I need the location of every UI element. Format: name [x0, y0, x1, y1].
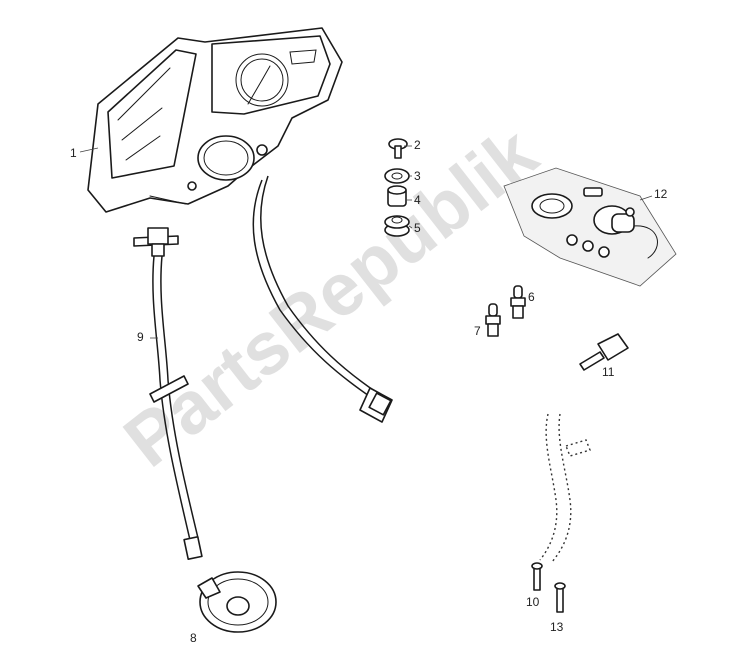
spacer[interactable]	[387, 185, 407, 207]
instrument-cluster[interactable]	[87, 27, 343, 213]
callout-8: 8	[190, 631, 197, 645]
callout-13: 13	[550, 620, 564, 634]
ignition-switch-kit[interactable]	[503, 167, 677, 287]
bolt-13[interactable]	[554, 582, 566, 613]
speedometer-cable[interactable]	[133, 227, 203, 561]
bolt-10[interactable]	[531, 562, 543, 591]
bulb-6[interactable]	[510, 285, 526, 319]
callout-3: 3	[414, 169, 421, 183]
leader-1	[79, 147, 99, 153]
callout-4: 4	[414, 193, 421, 207]
leader-12	[639, 195, 653, 201]
callout-11: 11	[602, 365, 615, 379]
callout-6: 6	[528, 290, 535, 304]
callout-5: 5	[414, 221, 421, 235]
callout-10: 10	[526, 595, 540, 609]
leader-5	[408, 225, 413, 229]
callout-12: 12	[654, 187, 668, 201]
ignition-harness[interactable]	[539, 413, 591, 563]
washer[interactable]	[384, 168, 410, 184]
grommet[interactable]	[384, 215, 410, 237]
callout-2: 2	[414, 138, 421, 152]
callout-1: 1	[70, 146, 77, 160]
wiring-harness[interactable]	[252, 175, 393, 423]
bulb-7[interactable]	[485, 303, 501, 337]
speedometer-drive[interactable]	[197, 571, 277, 633]
callout-7: 7	[474, 324, 481, 338]
screw[interactable]	[388, 138, 408, 159]
key[interactable]	[579, 333, 629, 371]
callout-9: 9	[137, 330, 144, 344]
